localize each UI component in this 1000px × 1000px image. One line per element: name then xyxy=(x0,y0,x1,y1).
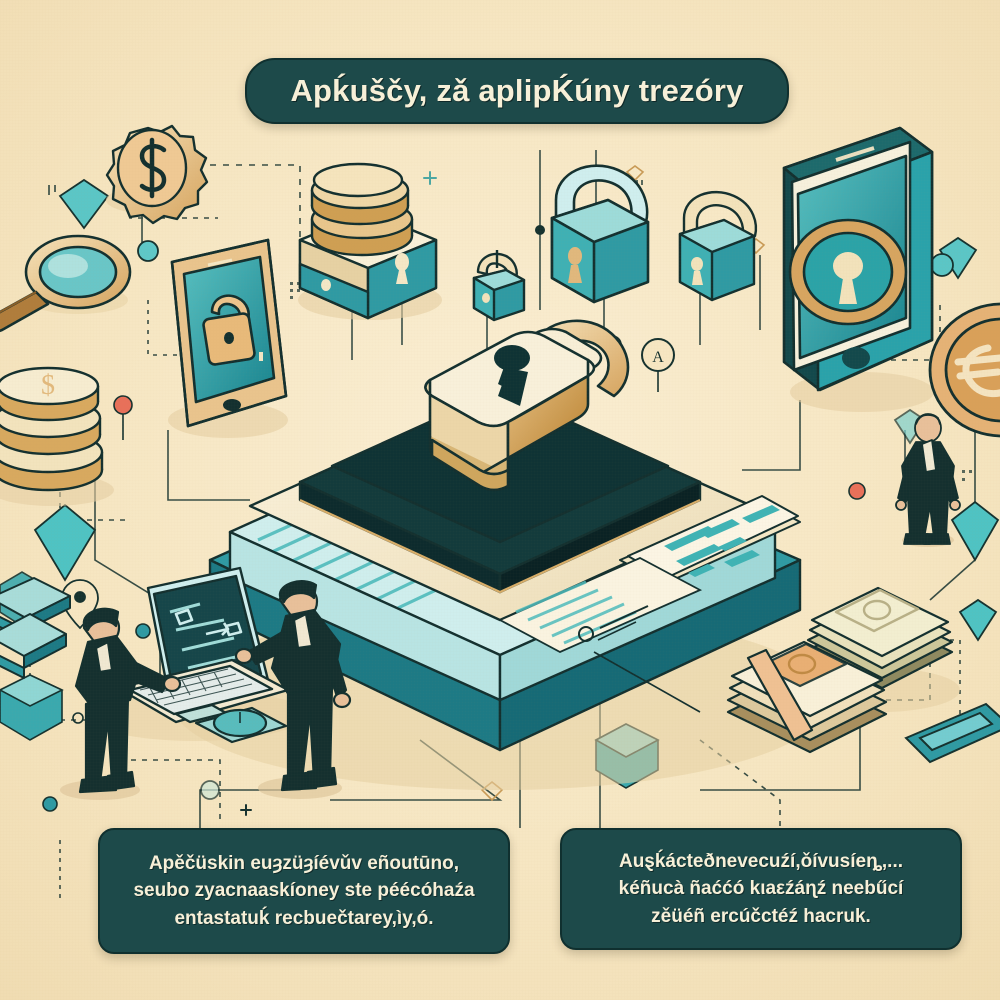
tablet-lock-icon xyxy=(168,238,288,438)
central-padlock-icon xyxy=(424,319,630,492)
banknote-stack-icon xyxy=(726,586,960,754)
svg-text:A: A xyxy=(652,349,664,366)
gear-dollar-icon xyxy=(105,124,209,225)
euro-coin-icon xyxy=(928,302,1000,438)
phone-flat-icon xyxy=(904,702,1000,764)
padlock-medium-icon xyxy=(678,191,757,302)
svg-text:$: $ xyxy=(41,370,55,401)
laptop-icon xyxy=(85,566,305,741)
caption-box-right: Auȿḱácteðnevecuźí,ǒívusíeȵ,... kéñucà ña… xyxy=(560,828,962,950)
document-sheet-icon xyxy=(497,556,703,713)
copyright-badge-icon: A xyxy=(641,338,675,392)
document-sheet-icon xyxy=(619,495,801,585)
smartphone-key-icon xyxy=(782,126,934,412)
coin-stack-left-icon: $ xyxy=(0,366,114,506)
node-dots xyxy=(42,225,545,812)
businessman-mid-icon xyxy=(234,580,352,799)
caption-right-line-1: Auȿḱácteðnevecuźí,ǒívusíeȵ,... xyxy=(618,850,904,872)
padlock-large-icon xyxy=(550,164,650,304)
stacked-card-icon xyxy=(0,577,71,679)
caption-left-text: Apěčüskin euȝzüȝíévǔv eñoutūno, seubo zy… xyxy=(100,844,508,939)
caption-right-line-3: zěüéñ ercúčctéź hacruk. xyxy=(651,905,871,927)
caption-box-left: Apěčüskin euȝzüȝíévǔv eñoutūno, seubo zy… xyxy=(98,828,510,954)
magnifier-icon xyxy=(0,234,132,333)
caption-left-line-2: seubo zyacnaaskíoney ste péécóhaźa xyxy=(133,880,475,902)
page-title: Apḱuščy, zǎ aplipḰúny trezóry xyxy=(290,72,744,108)
caption-left-line-3: entastatuḱ recbuečtarey,ìy,ó. xyxy=(174,907,434,929)
mouse-icon xyxy=(194,706,288,744)
coins-on-box-icon xyxy=(298,162,442,320)
title-banner: Apḱuščy, zǎ aplipḰúny trezóry xyxy=(245,58,789,124)
businessman-left-icon xyxy=(60,607,182,800)
businessman-right-icon xyxy=(895,413,961,547)
diamond-gem-icon xyxy=(33,503,97,582)
caption-left-line-1: Apěčüskin euȝzüȝíévǔv eñoutūno, xyxy=(148,852,460,874)
caption-right-line-2: kéñucà ñaććó kιaεźáɳź neebűcí xyxy=(618,878,904,900)
padlock-small-icon xyxy=(472,250,526,322)
caption-right-text: Auȿḱácteðnevecuźí,ǒívusíeȵ,... kéñucà ña… xyxy=(562,842,960,937)
